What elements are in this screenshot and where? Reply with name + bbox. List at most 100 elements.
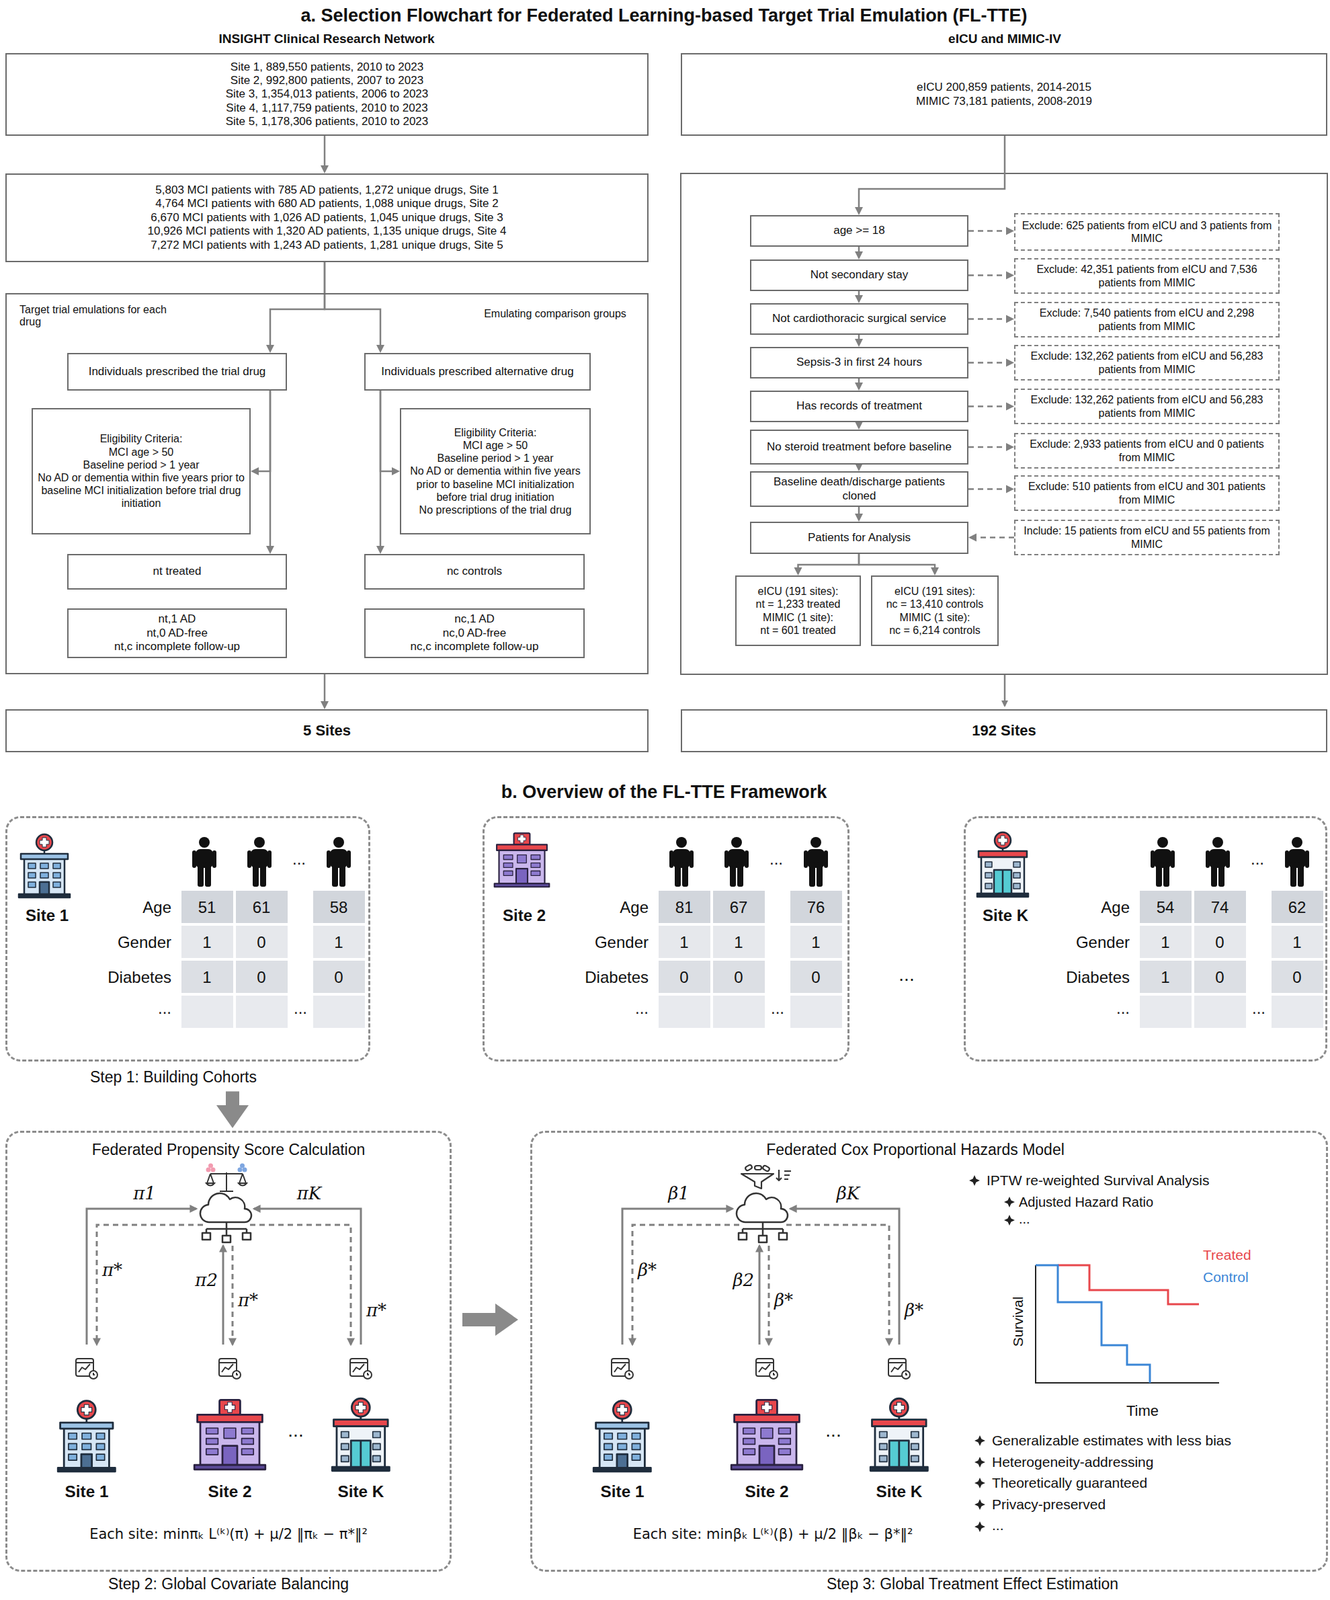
process-box: 192 Sites [680,709,1328,753]
text-block: Exclude: 510 patients from eICU and 301 … [1020,479,1274,506]
box-text: nt = 1,233 treated [741,597,855,611]
label-text: 1 [679,932,689,952]
box-text: 192 Sites [686,721,1322,740]
arrow-head [391,467,400,476]
box-text: Patients for Analysis [756,530,963,545]
label-text: ... [287,1419,304,1441]
process-box: age >= 18 [750,215,969,247]
text-block: Not cardiothoracic surgical service [756,311,963,326]
exclusion-box: Exclude: 625 patients from eICU and 3 pa… [1014,213,1280,251]
text-block: Eligibility Criteria:MCI age > 50Baselin… [405,426,585,517]
text-block: Site 1 [568,1481,677,1501]
box-text: nt,0 AD-free [73,626,281,640]
box-text: nc = 13,410 controls [877,597,993,611]
exclusion-box: Exclude: 510 patients from eICU and 301 … [1014,475,1280,511]
text-block: Include: 15 patients from eICU and 55 pa… [1020,524,1274,550]
process-box: Individuals prescribed alternative drug [364,352,591,391]
label-text: πK [297,1183,322,1204]
site-label-box: Site K [845,1477,953,1506]
arrow-head [1006,485,1015,494]
box-text: Site 1 [7,905,87,925]
text-block: nc controls [370,564,579,578]
label-text: Adjusted Hazard Ratio [1018,1194,1154,1210]
connector-line [380,390,394,472]
connector [968,315,1015,324]
process-box: Baseline death/discharge patients cloned [750,471,969,507]
connector-line [257,390,271,472]
box-text: nc,0 AD-free [370,626,579,640]
cohort-illustration [18,832,1324,1028]
label-text: 0 [256,932,266,952]
label-text: Age [619,897,649,917]
arrow-head [1006,271,1015,280]
process-box: Patients for Analysis [750,521,969,554]
box-text: Baseline period > 1 year [37,458,245,472]
box-text: Federated Propensity Score Calculation [7,1140,450,1158]
label-text: 67 [729,897,748,917]
box-text: Site 5, 1,178,306 patients, 2010 to 2023 [11,114,643,129]
text-block: nt,1 ADnt,0 AD-freent,c incomplete follo… [73,612,281,654]
box-text: Site 1 [568,1481,677,1501]
text-block: nt treated [73,564,281,578]
connector [324,262,385,353]
connector [968,442,1015,451]
exclusion-box: Exclude: 132,262 patients from eICU and … [1014,388,1280,425]
label-text: 1 [202,932,212,952]
connector [854,378,863,391]
box-text: Site 2 [484,905,564,925]
label-text: π1 [133,1183,156,1204]
site-label-box: Site 2 [176,1477,284,1506]
box-text: nt,c incomplete follow-up [73,639,281,654]
text-block: Eligibility Criteria:MCI age > 50Baselin… [37,432,245,510]
box-text: Sepsis-3 in first 24 hours [756,355,963,369]
arrow-head [854,382,863,391]
box-text: Site K [845,1481,953,1501]
panel-box: Federated Cox Proportional Hazards Model… [530,1130,1328,1572]
connector [968,358,1015,367]
connector-line [968,274,1008,277]
process-box: 5 Sites [5,709,649,753]
process-box: Eligibility Criteria:MCI age > 50Baselin… [399,407,591,535]
process-box: Eligibility Criteria:MCI age > 50Baselin… [31,407,251,535]
box-text: 6,670 MCI patients with 1,026 AD patient… [11,211,643,225]
label-text: π* [102,1260,123,1281]
connector-line [323,674,326,703]
label-text: βK [836,1183,860,1204]
process-box: Site 1, 889,550 patients, 2010 to 2023Si… [5,53,649,136]
connector [968,533,1015,542]
arrow-head [794,567,803,576]
label-text: 51 [198,897,217,917]
text-block: 5,803 MCI patients with 785 AD patients,… [11,183,643,253]
label-text: π* [237,1290,259,1311]
box-text: eICU (191 sites): [877,584,993,598]
connector [266,390,275,554]
process-box: Individuals prescribed the trial drug [67,352,287,391]
box-text: MCI age > 50 [37,445,245,459]
connector-line [858,553,935,569]
label-text: 0 [679,967,689,987]
box-text: nt treated [73,564,281,578]
site-label-box: Site K [307,1477,415,1506]
site-label-box: Site 2 [713,1477,821,1506]
label-text: ... [825,1419,841,1441]
connector-line [269,390,272,548]
arrow-head [266,344,275,353]
label-text: ... [293,998,308,1018]
box-text: Individuals prescribed the trial drug [73,364,281,379]
text-block: Not secondary stay [756,268,963,282]
box-text: eICU 200,859 patients, 2014-2015 [686,80,1322,95]
label-text: β2 [732,1270,755,1291]
label-text: β* [637,1260,657,1281]
label-text: Treated [1202,1246,1252,1263]
label-text: ... [292,849,306,869]
connector-line [323,135,326,167]
label-text: Control [1202,1268,1249,1285]
label-text: 1 [1292,932,1302,952]
label-text: Gender [117,932,172,952]
label-text: Diabetes [107,967,172,987]
connector-line [968,405,1008,408]
label-text: Gender [594,932,649,952]
text-block: Exclude: 132,262 patients from eICU and … [1020,349,1274,376]
exclusion-box: Exclude: 2,933 patients from eICU and 0 … [1014,432,1280,469]
